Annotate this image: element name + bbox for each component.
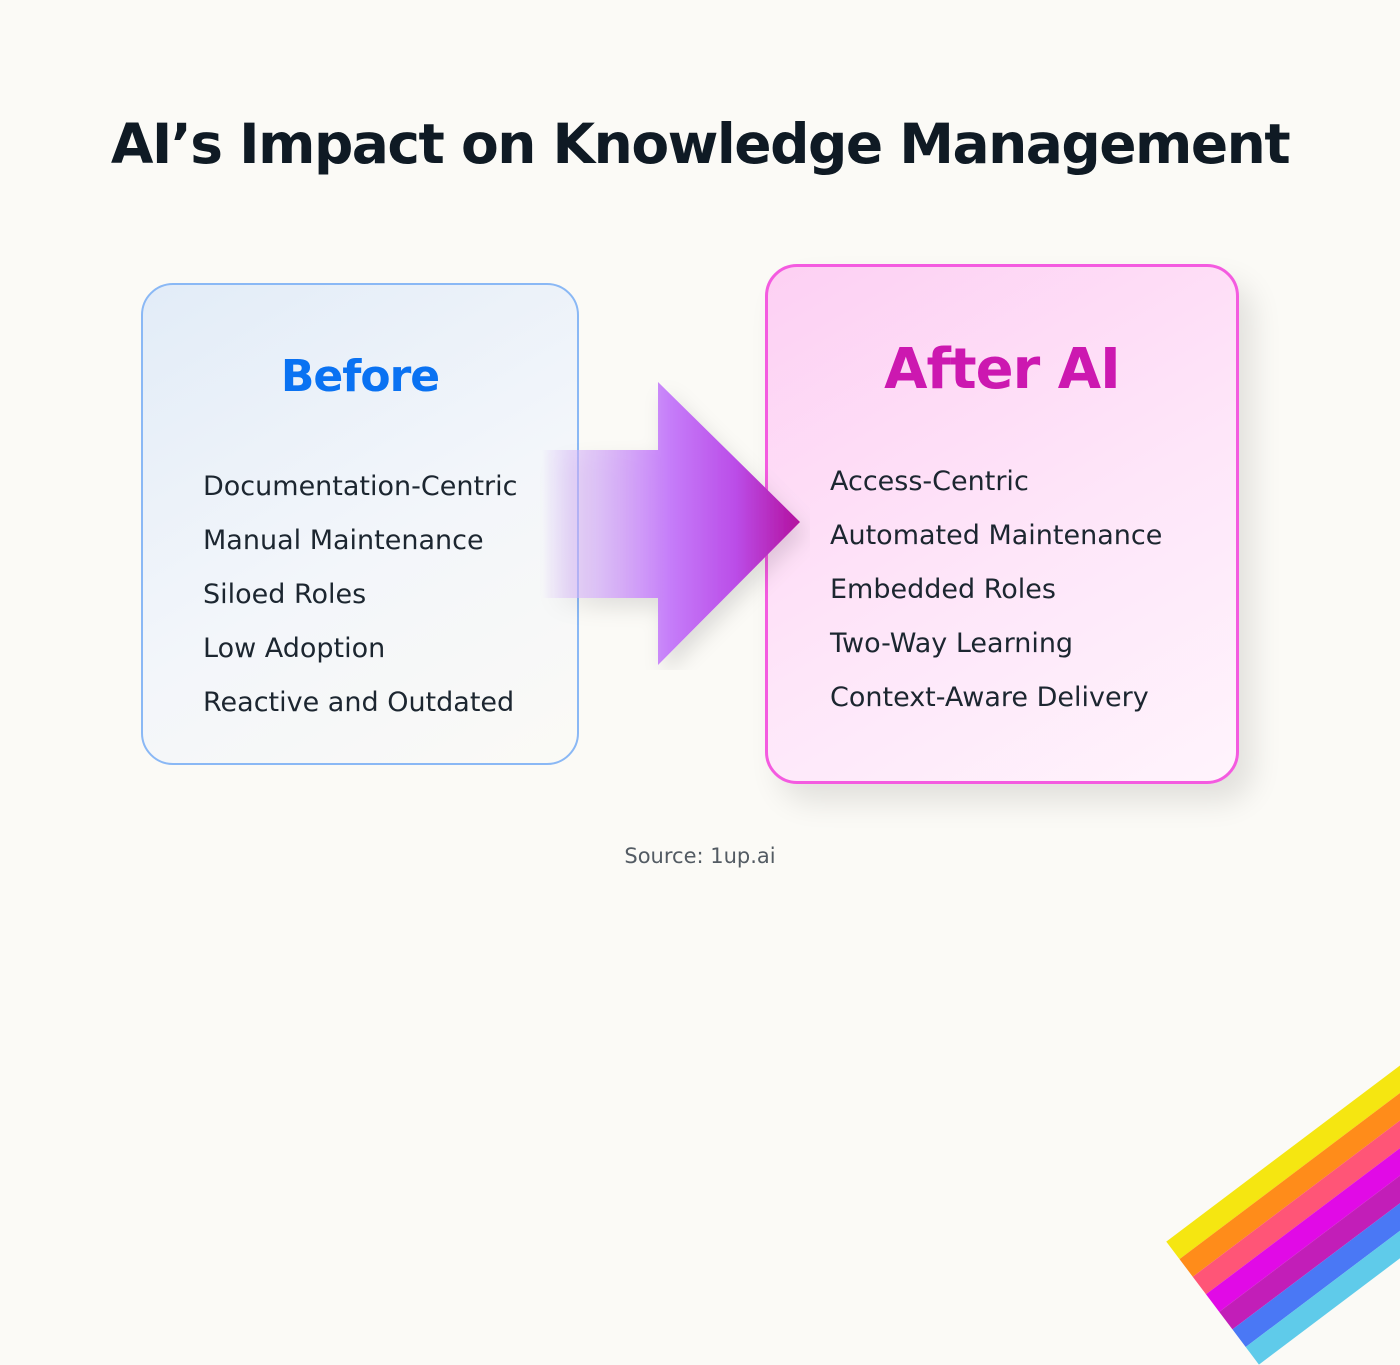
list-item: Two-Way Learning: [830, 628, 1074, 659]
list-item: Embedded Roles: [830, 574, 1056, 605]
list-item: Context-Aware Delivery: [830, 682, 1149, 713]
after-list: Access-Centric Automated Maintenance Emb…: [830, 465, 1162, 735]
after-heading: After AI: [884, 337, 1121, 402]
list-item: Siloed Roles: [203, 579, 367, 610]
list-item: Low Adoption: [203, 633, 386, 664]
before-list: Documentation-Centric Manual Maintenance…: [203, 470, 518, 740]
after-card: After AI Access-Centric Automated Mainte…: [765, 264, 1239, 784]
list-item: Reactive and Outdated: [203, 687, 515, 718]
before-card: Before Documentation-Centric Manual Main…: [141, 283, 579, 765]
list-item: Automated Maintenance: [830, 520, 1163, 551]
list-item: Access-Centric: [830, 466, 1029, 497]
page-title: AI’s Impact on Knowledge Management: [110, 112, 1291, 176]
source-caption: Source: 1up.ai: [624, 844, 776, 868]
list-item: Manual Maintenance: [203, 525, 484, 556]
list-item: Documentation-Centric: [203, 471, 518, 502]
before-heading: Before: [280, 351, 440, 402]
